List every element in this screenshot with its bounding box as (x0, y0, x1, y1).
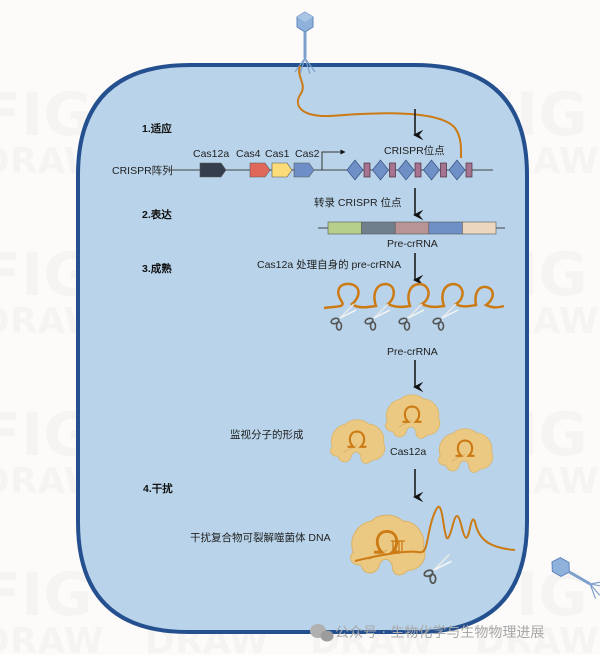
pre-crrna-segment (462, 221, 497, 235)
gene-label-cas4: Cas4 (236, 148, 261, 160)
scissors-row (330, 303, 459, 331)
pre-crrna-segment (361, 221, 396, 235)
footer: 公众号 · 生物化学与生物物理进展 (310, 624, 544, 642)
gene-label-cas1: Cas1 (265, 148, 290, 160)
cas12a-interference-complex (350, 514, 426, 576)
crispr-repeat (423, 159, 440, 181)
gene-cas1 (271, 162, 293, 178)
pre-crrna-label-2: Pre-crRNA (387, 346, 438, 358)
scissors-icon (364, 303, 391, 331)
gene-cas4 (249, 162, 271, 178)
gene-label-cas12a: Cas12a (193, 148, 229, 160)
crispr-repeat (346, 159, 364, 181)
crrna-hairpins (323, 282, 505, 310)
step-adaptation-label: 1.适应 (142, 122, 172, 135)
gene-label-cas2: Cas2 (295, 148, 320, 160)
cas12a-complex-left (330, 419, 386, 464)
watermark-fig: FIG (0, 80, 93, 150)
pre-crrna-bar (327, 221, 497, 235)
step-interference-label: 4.干扰 (143, 482, 173, 495)
scissors-icon (330, 303, 357, 331)
crispr-array-label: CRISPR阵列 (112, 164, 173, 177)
gene-cas2 (293, 162, 315, 178)
pre-crrna-label-1: Pre-crRNA (387, 238, 438, 250)
transcribe-label: 转录 CRISPR 位点 (314, 196, 402, 209)
step-maturation-label: 3.成熟 (142, 262, 172, 275)
crrna-omega-icon (455, 439, 475, 457)
crispr-repeat (448, 159, 466, 181)
crispr-spacer (465, 162, 473, 178)
step-expression-label: 2.表达 (142, 208, 172, 221)
phage-icon (294, 11, 316, 75)
cas12a-complex-right (438, 428, 494, 473)
crispr-spacer (440, 162, 447, 178)
cas12a-complexes (330, 394, 494, 473)
surveillance-label: 监视分子的形成 (230, 428, 304, 441)
phage-dna-injected (296, 65, 463, 159)
crispr-spacer (389, 162, 396, 178)
cas12a-complex-top (385, 394, 441, 439)
crispr-repeat (372, 159, 389, 181)
cleave-label: 干扰复合物可裂解噬菌体 DNA (190, 531, 331, 544)
crrna-omega-icon (402, 405, 422, 423)
gene-cas12a (199, 162, 227, 178)
scissors-icon (423, 554, 452, 585)
scissors-icon (432, 303, 459, 331)
base-pairing-ladder (391, 540, 405, 551)
crrna-omega-icon (347, 430, 367, 448)
crispr-repeats (346, 159, 473, 181)
footer-text: 公众号 · 生物化学与生物物理进展 (335, 625, 544, 641)
crispr-spacer (414, 162, 422, 178)
pre-crrna-segment (428, 221, 463, 235)
phage-icon-lower (551, 557, 600, 599)
wechat-icon (310, 624, 334, 642)
scissors-icon (398, 303, 425, 331)
promoter-arrow-icon (321, 149, 346, 170)
phage-dna-target (354, 505, 516, 562)
crispr-spacer (363, 162, 371, 178)
pre-crrna-segment (394, 221, 430, 235)
interference-complex (350, 514, 452, 585)
pre-crrna-segment (327, 221, 362, 235)
watermark-draw: DRAW (0, 621, 104, 655)
cas-genes (199, 162, 315, 178)
cas12a-complex-label: Cas12a (390, 446, 426, 458)
crispr-repeat (397, 159, 415, 181)
crispr-locus-label: CRISPR位点 (384, 144, 445, 157)
processing-label: Cas12a 处理自身的 pre-crRNA (257, 258, 401, 271)
watermark-fig: FIG (0, 560, 93, 630)
